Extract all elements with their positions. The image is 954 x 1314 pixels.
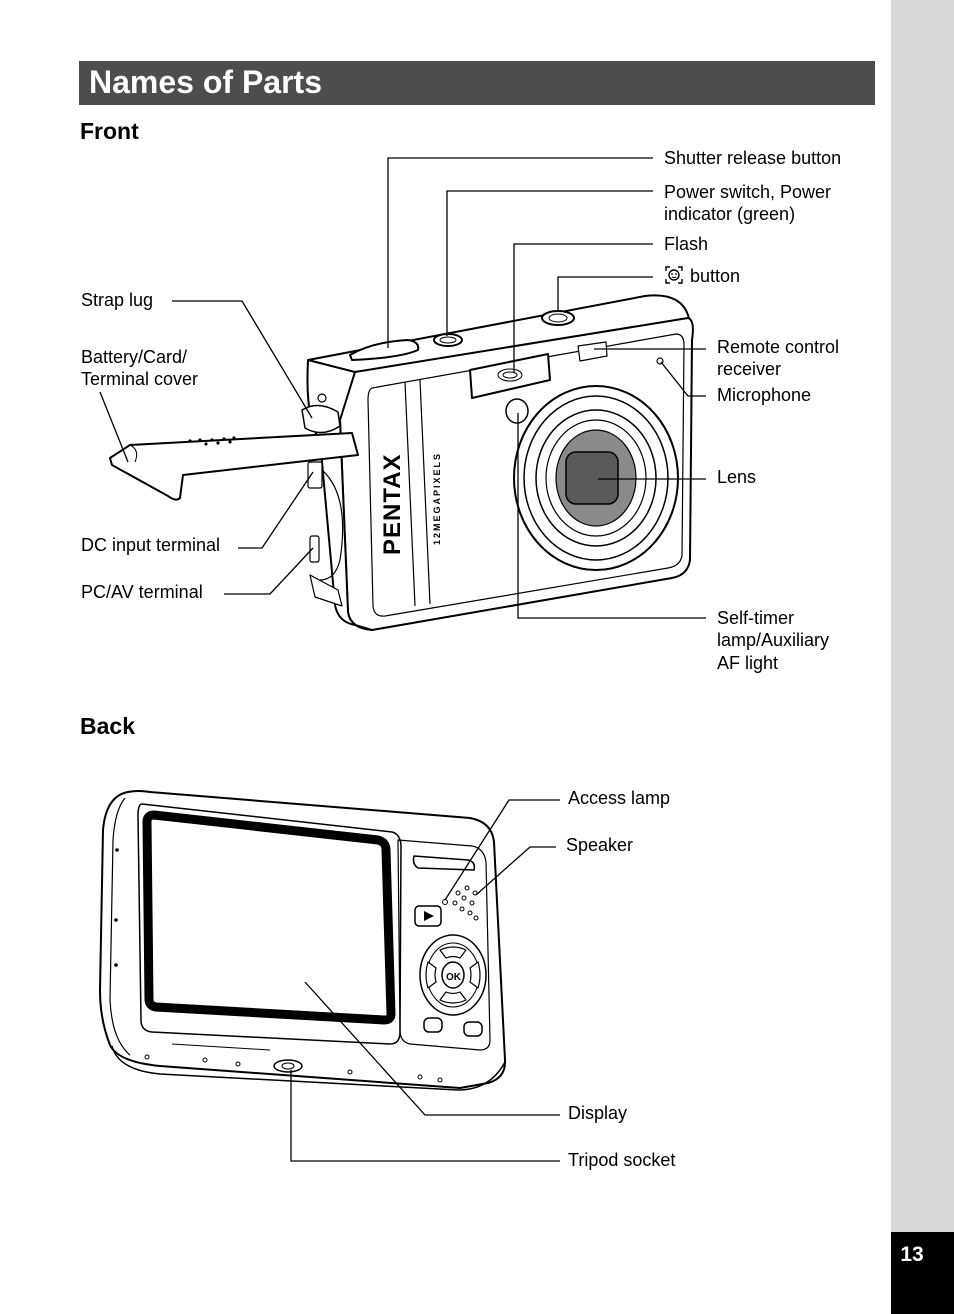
label-battery-cover-2: Terminal cover	[81, 369, 199, 389]
label-shutter-release: Shutter release button	[664, 148, 842, 168]
label-power-indicator: indicator (green)	[664, 204, 796, 224]
title-bar	[79, 61, 875, 105]
page-number: 13	[900, 1243, 924, 1266]
label-power-switch: Power switch, Power	[664, 182, 832, 202]
label-pc-av: PC/AV terminal	[81, 582, 203, 602]
page-title: Names of Parts	[89, 64, 322, 100]
label-remote-control-1: Remote control	[717, 337, 840, 357]
label-face-button-text: button	[690, 266, 741, 286]
label-tripod-socket: Tripod socket	[568, 1150, 676, 1170]
label-lens: Lens	[717, 467, 757, 487]
label-display: Display	[568, 1103, 628, 1123]
brand-text: PENTAX	[379, 453, 406, 555]
label-dc-input: DC input terminal	[81, 535, 221, 555]
label-access-lamp: Access lamp	[568, 788, 671, 808]
label-remote-control-2: receiver	[717, 359, 782, 379]
label-speaker: Speaker	[566, 835, 634, 855]
label-microphone: Microphone	[717, 385, 812, 405]
page-number-box	[891, 1232, 954, 1314]
label-self-timer-1: Self-timer	[717, 608, 795, 628]
label-face-button: button	[664, 265, 740, 287]
label-battery-cover-1: Battery/Card/	[81, 347, 188, 367]
face-detection-icon	[665, 266, 683, 284]
label-self-timer-2: lamp/Auxiliary	[717, 630, 830, 650]
back-heading: Back	[80, 713, 135, 739]
label-self-timer-3: AF light	[717, 653, 779, 673]
megapixels-text: 12MEGAPIXELS	[432, 452, 442, 545]
front-heading: Front	[80, 118, 139, 144]
side-tab	[891, 0, 954, 1314]
label-flash: Flash	[664, 234, 709, 254]
label-strap-lug: Strap lug	[81, 290, 154, 310]
